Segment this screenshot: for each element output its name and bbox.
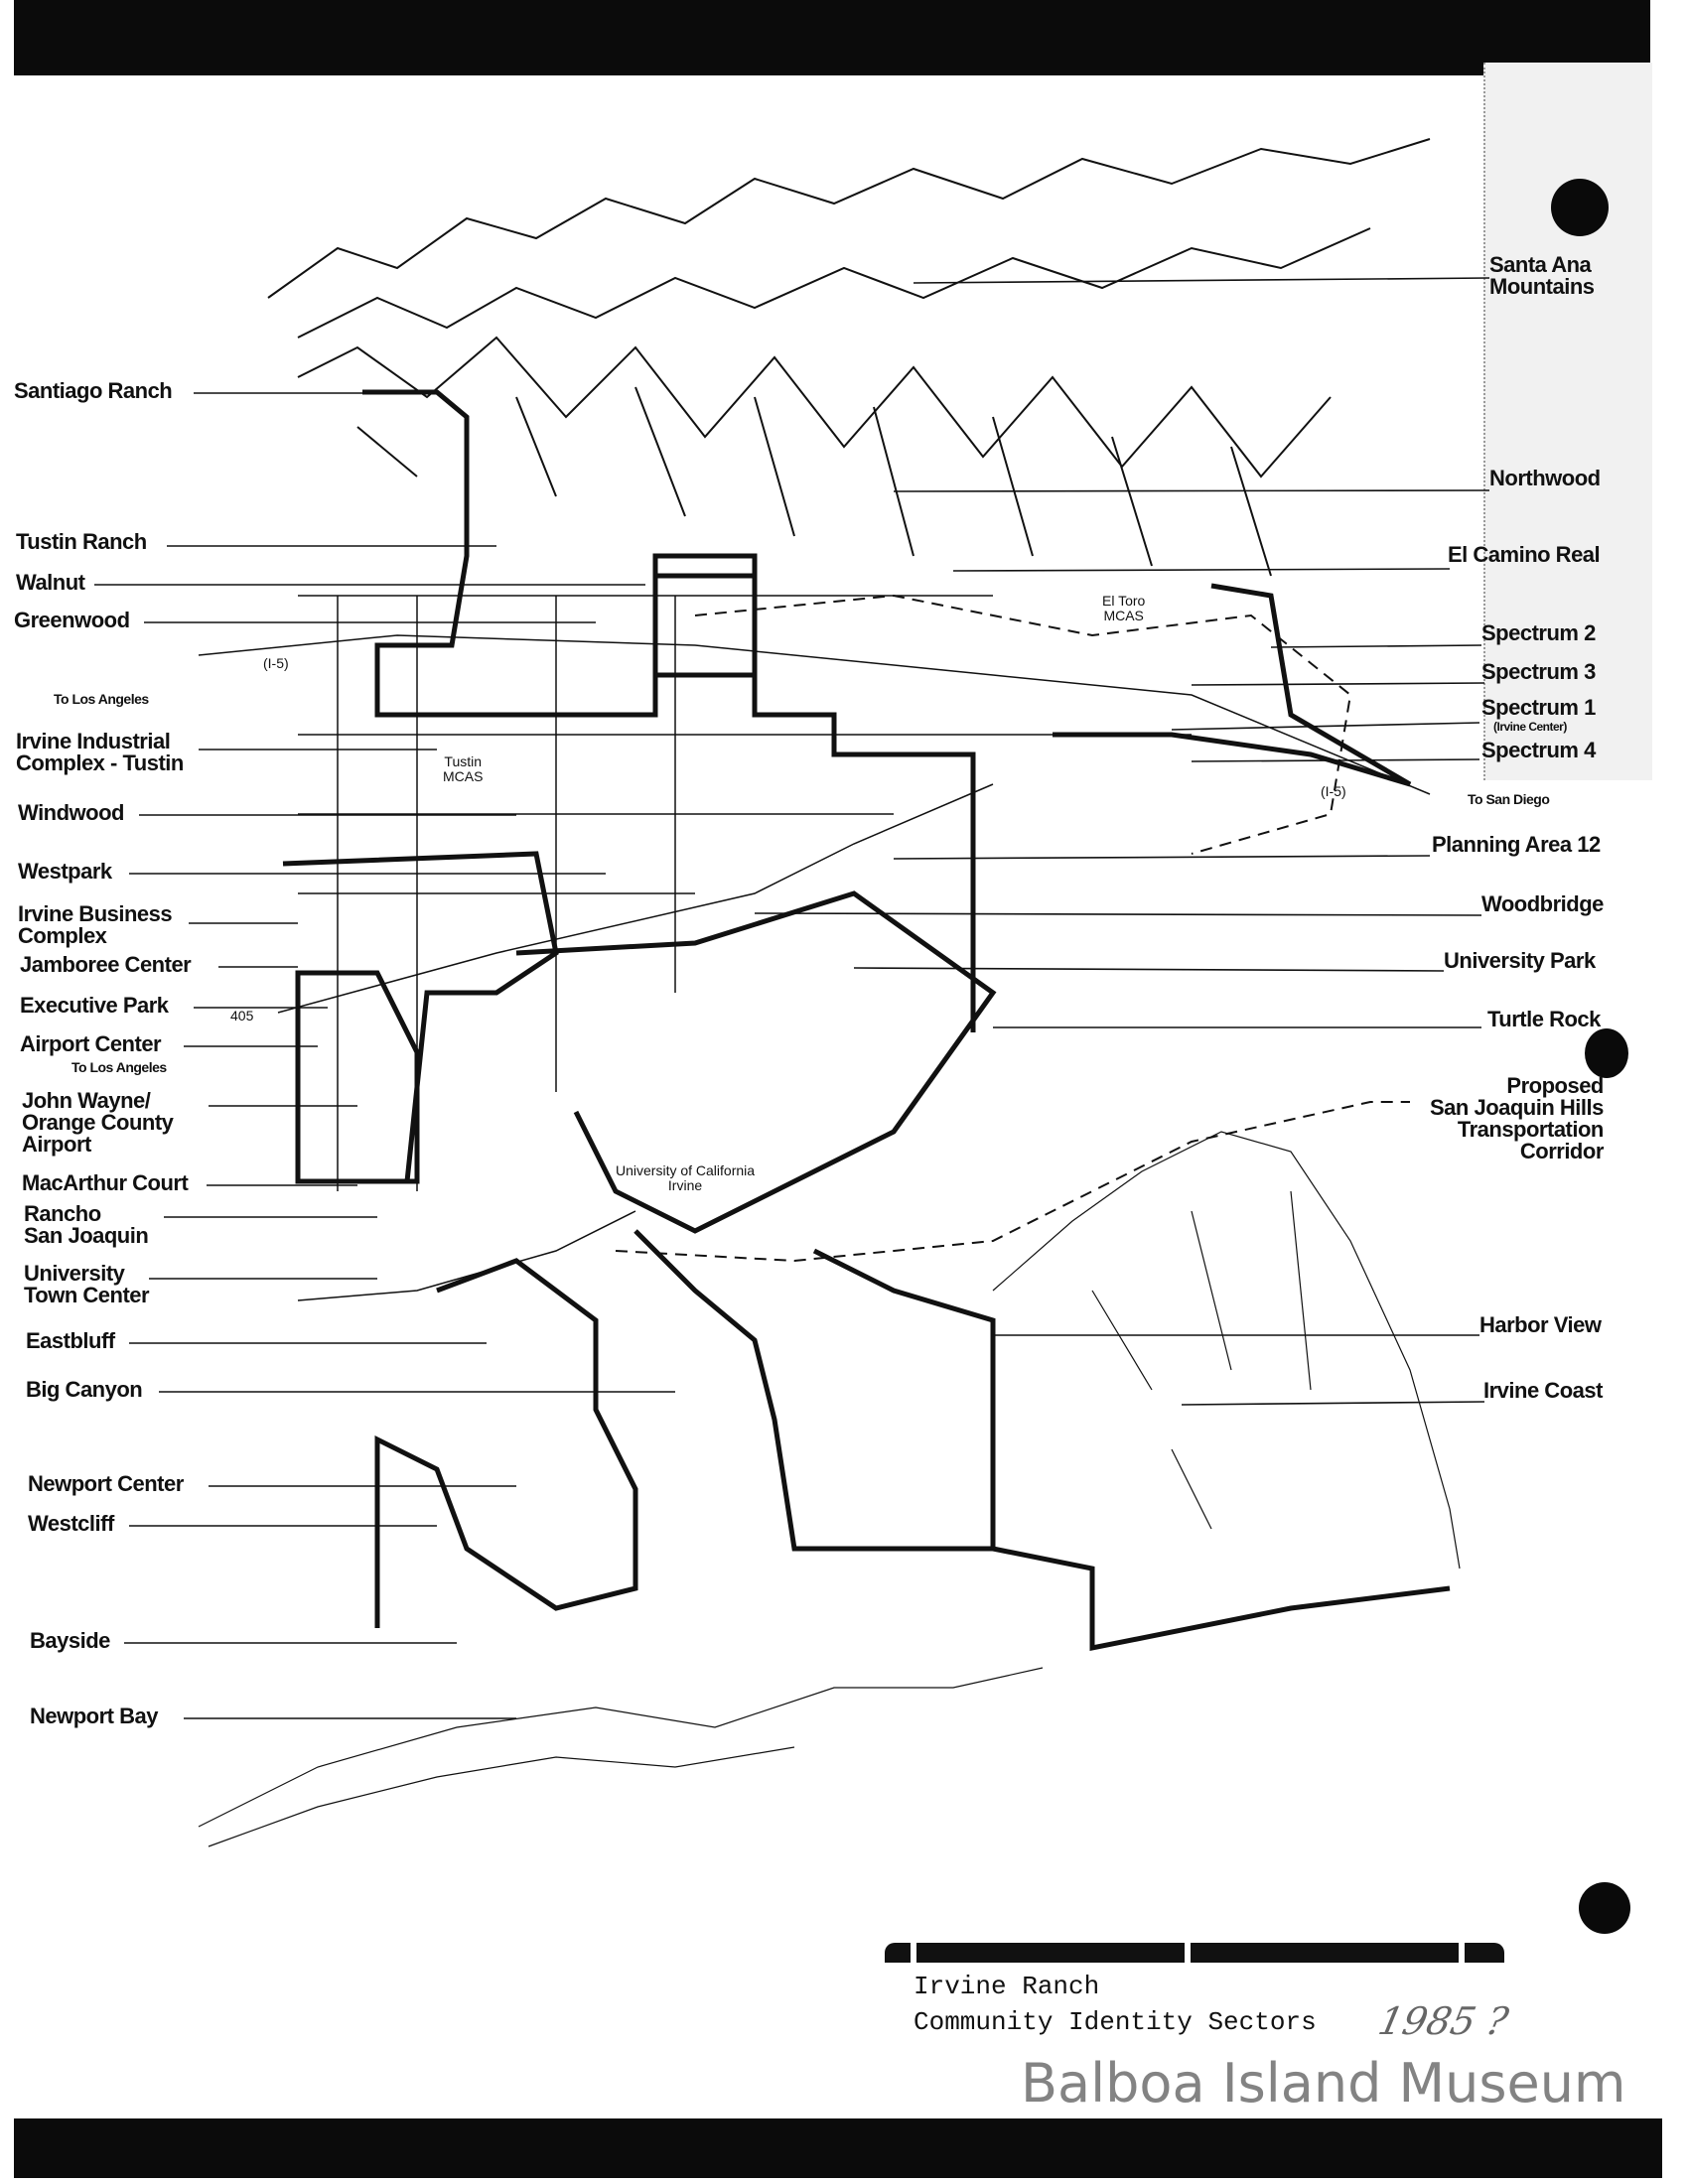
sector-label-right-4: Spectrum 3 <box>1481 659 1596 684</box>
sector-label-left-12: To Los Angeles <box>71 1059 167 1075</box>
sector-label-right-0: Santa Ana Mountains <box>1489 252 1595 299</box>
coastal-hills <box>198 1131 1461 1847</box>
sector-label-right-12: Turtle Rock <box>1487 1007 1601 1031</box>
watermark: Balboa Island Museum <box>1021 2052 1626 2115</box>
label-el-toro-mcas: El Toro MCAS <box>1102 593 1146 623</box>
top-black-border <box>14 0 1650 75</box>
sector-label-left-18: Big Canyon <box>26 1377 143 1402</box>
sector-label-left-21: Bayside <box>30 1628 110 1653</box>
title-line-1: Irvine Ranch <box>914 1972 1100 2001</box>
sector-label-right-3: Spectrum 2 <box>1481 620 1596 645</box>
label-i5-south: (I-5) <box>1321 783 1346 799</box>
sector-label-right-14: Harbor View <box>1479 1312 1602 1337</box>
title-block-rule <box>885 1943 1570 1963</box>
sector-label-right-7: Spectrum 4 <box>1481 738 1596 762</box>
bottom-black-border <box>14 2118 1662 2178</box>
sector-label-right-5: Spectrum 1 <box>1481 695 1596 720</box>
sector-label-left-17: Eastbluff <box>26 1328 115 1353</box>
sector-label-left-4: To Los Angeles <box>54 691 149 707</box>
sector-label-left-6: Windwood <box>18 800 125 825</box>
sector-label-right-11: University Park <box>1444 948 1596 973</box>
hole-punch-mark <box>1585 1028 1628 1078</box>
santa-ana-mountains <box>267 138 1431 577</box>
proposed-corridor <box>615 594 1410 1263</box>
sector-label-left-10: Executive Park <box>20 993 169 1018</box>
sector-label-left-8: Irvine Business Complex <box>18 901 173 948</box>
sector-label-left-2: Walnut <box>16 570 85 595</box>
sector-label-left-22: Newport Bay <box>30 1704 158 1728</box>
sector-label-left-16: University Town Center <box>24 1261 150 1307</box>
label-i5-north: (I-5) <box>263 655 289 671</box>
sector-label-left-20: Westcliff <box>28 1511 114 1536</box>
sector-label-left-1: Tustin Ranch <box>16 529 147 554</box>
sector-label-right-13: Proposed San Joaquin Hills Transportatio… <box>1430 1073 1604 1163</box>
sector-label-left-14: MacArthur Court <box>22 1170 189 1195</box>
label-uc-irvine: University of California Irvine <box>616 1162 756 1193</box>
sector-label-right-15: Irvine Coast <box>1483 1378 1603 1403</box>
sector-label-left-7: Westpark <box>18 859 112 884</box>
sector-label-right-8: To San Diego <box>1468 791 1550 807</box>
label-tustin-mcas: Tustin MCAS <box>443 753 484 784</box>
sector-label-right-6: (Irvine Center) <box>1493 720 1567 734</box>
title-line-2: Community Identity Sectors <box>914 2007 1317 2037</box>
sector-label-left-19: Newport Center <box>28 1471 184 1496</box>
sector-label-right-2: El Camino Real <box>1448 542 1601 567</box>
sector-label-left-9: Jamboree Center <box>20 952 192 977</box>
hole-punch-mark <box>1579 1882 1630 1934</box>
hole-punch-mark <box>1551 179 1609 236</box>
handwritten-year: 1985 ? <box>1374 1999 1512 2043</box>
sector-label-left-15: Rancho San Joaquin <box>24 1201 149 1248</box>
label-i405: 405 <box>230 1008 254 1024</box>
sector-label-left-0: Santiago Ranch <box>14 378 173 403</box>
sector-label-right-1: Northwood <box>1489 466 1601 490</box>
sector-boundaries <box>282 389 1451 1652</box>
sector-label-right-10: Woodbridge <box>1481 891 1604 916</box>
roads <box>198 595 1431 1301</box>
sector-label-left-13: John Wayne/ Orange County Airport <box>22 1088 174 1157</box>
sector-label-left-3: Greenwood <box>14 608 130 632</box>
sector-label-right-9: Planning Area 12 <box>1432 832 1601 857</box>
sector-label-left-5: Irvine Industrial Complex - Tustin <box>16 729 184 775</box>
leader-lines <box>94 277 1490 1719</box>
sector-label-left-11: Airport Center <box>20 1031 162 1056</box>
